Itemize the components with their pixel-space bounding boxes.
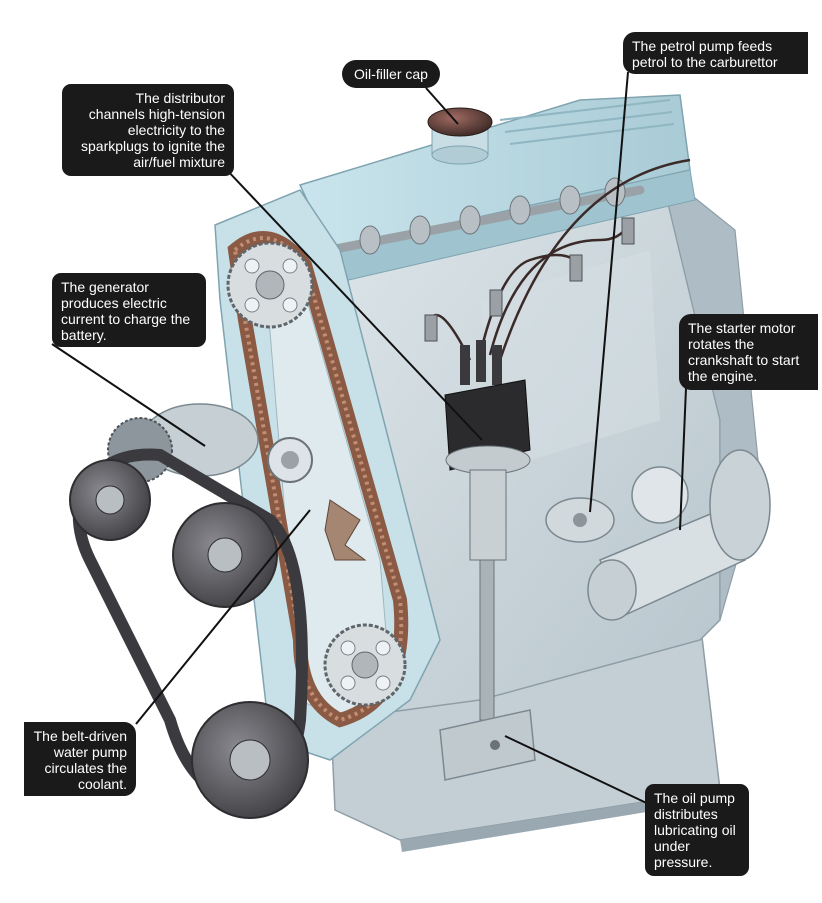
petrol-pump — [545, 497, 615, 543]
oil-filler-cap — [427, 107, 493, 165]
belt-tensioner — [267, 437, 313, 483]
callout-starter-motor: The starter motor rotates the crankshaft… — [679, 314, 818, 390]
water-pump-impeller — [324, 499, 367, 561]
cam-gear — [226, 241, 314, 329]
callout-petrol-pump: The petrol pump feeds petrol to the carb… — [623, 32, 808, 74]
starter-motor — [587, 449, 771, 621]
callout-oil-pump: The oil pump distributes lubricating oil… — [645, 784, 749, 876]
leader-lines — [51, 71, 687, 809]
distributor — [444, 340, 531, 721]
spark-plugs — [424, 217, 635, 342]
callout-generator: The generator produces electric current … — [52, 273, 206, 347]
crank-gear — [323, 623, 407, 707]
callout-distributor: The distributor channels high-tension el… — [62, 84, 234, 176]
callout-oil-filler-cap: Oil-filler cap — [342, 60, 440, 88]
callout-water-pump: The belt-driven water pump circulates th… — [24, 722, 136, 796]
camshaft — [325, 177, 645, 255]
oil-pump — [439, 709, 536, 781]
pulleys — [69, 459, 309, 819]
